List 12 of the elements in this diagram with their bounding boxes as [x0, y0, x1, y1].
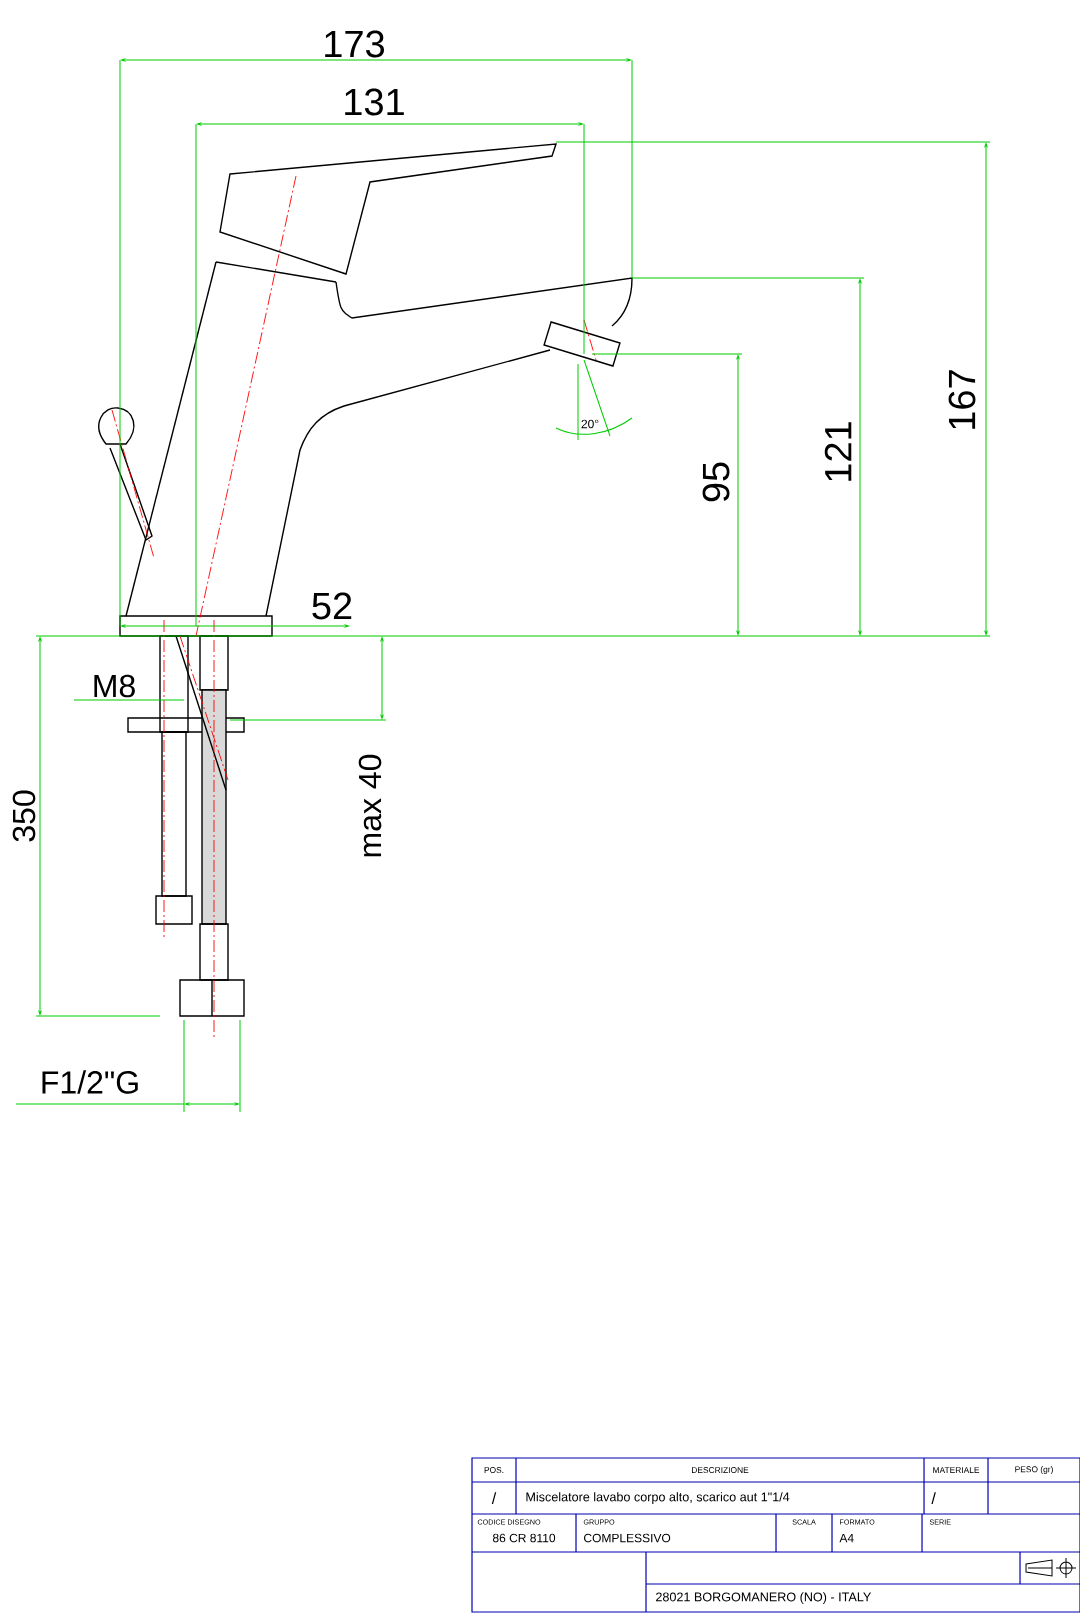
entry-text: /	[931, 1492, 936, 1504]
entry-text: /	[491, 1492, 497, 1504]
dimension-label: 95	[702, 462, 730, 502]
dimension-label: M8	[94, 674, 135, 698]
dimension-label: 131	[345, 88, 404, 116]
dimension-label: 52	[312, 592, 352, 620]
dimension-label: 350	[12, 790, 36, 842]
dimension-label: F1/2"G	[42, 1070, 138, 1094]
dimension-label: 173	[325, 30, 384, 58]
dimension-label: 167	[948, 370, 976, 429]
dimension-label: max 40	[358, 754, 382, 857]
dimension-label: 121	[824, 422, 852, 481]
